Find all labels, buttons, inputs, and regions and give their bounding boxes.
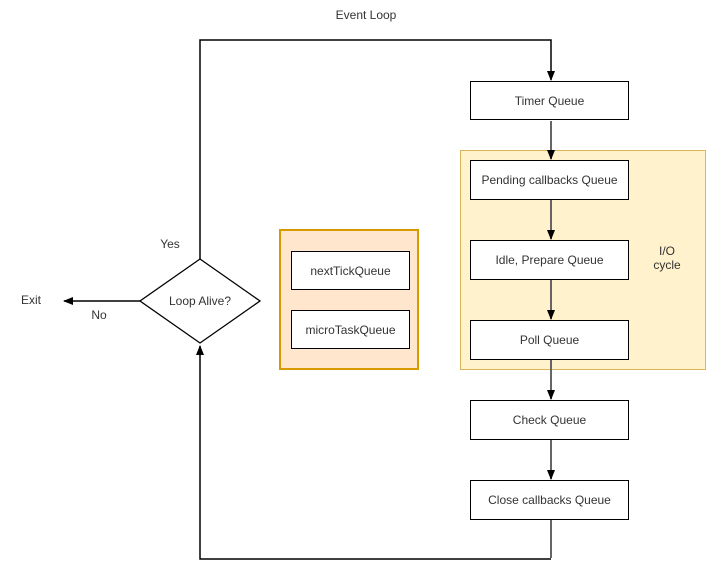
decision-diamond — [138, 258, 262, 344]
node-check-queue: Check Queue — [470, 400, 629, 440]
io-cycle-label-line2: cycle — [653, 258, 681, 272]
exit-label: Exit — [20, 293, 41, 307]
io-cycle-label-line1: I/O — [658, 244, 675, 258]
node-micro-task-queue-label: microTaskQueue — [305, 322, 396, 337]
node-close-callbacks-queue: Close callbacks Queue — [470, 480, 629, 520]
node-idle-prepare-queue-label: Idle, Prepare Queue — [495, 253, 604, 267]
node-timer-queue-label: Timer Queue — [514, 93, 585, 108]
diagram-title: Event Loop — [335, 8, 397, 22]
yes-loop-wire — [199, 39, 555, 259]
node-micro-task-queue: microTaskQueue — [291, 310, 410, 349]
node-pending-callbacks-queue-label: Pending callbacks Queue — [481, 173, 618, 187]
no-edge-label: No — [91, 308, 107, 322]
node-idle-prepare-queue: Idle, Prepare Queue — [470, 240, 629, 280]
node-next-tick-queue-label: nextTickQueue — [310, 263, 391, 278]
node-pending-callbacks-queue: Pending callbacks Queue — [470, 160, 629, 200]
yes-edge-label: Yes — [160, 237, 180, 251]
decision-label: Loop Alive? — [168, 294, 232, 308]
return-loop-wire — [196, 345, 551, 560]
node-check-queue-label: Check Queue — [512, 413, 587, 427]
node-poll-queue: Poll Queue — [470, 320, 629, 360]
node-close-callbacks-queue-label: Close callbacks Queue — [488, 493, 611, 507]
node-next-tick-queue: nextTickQueue — [291, 251, 410, 290]
node-timer-queue: Timer Queue — [470, 81, 629, 120]
io-cycle-label: I/O cycle — [637, 244, 697, 272]
node-poll-queue-label: Poll Queue — [519, 333, 580, 347]
